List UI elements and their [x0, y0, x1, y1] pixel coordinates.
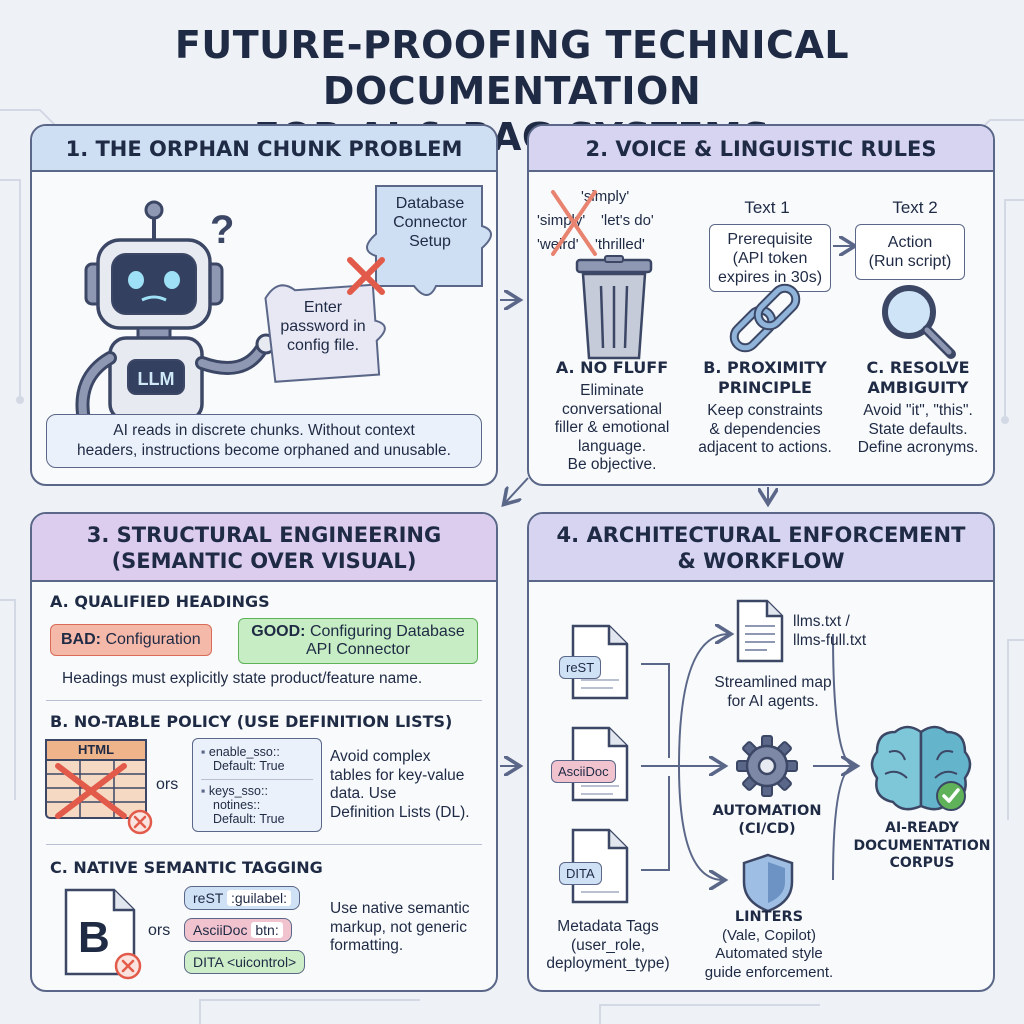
rule-a-no-fluff: A. NO FLUFF Eliminate conversational fil… — [554, 358, 670, 473]
fluff-word: 'let's do' — [601, 212, 654, 229]
html-table-icon — [45, 739, 153, 835]
rule-b-proximity: B. PROXIMITY PRINCIPLE Keep constraints … — [698, 358, 832, 456]
divider — [46, 700, 482, 701]
action-box: Action (Run script) — [855, 224, 965, 280]
definition-item: ▪ enable_sso:: — [201, 745, 280, 759]
robot-icon — [75, 200, 277, 427]
cross-icon — [551, 190, 597, 256]
panel-architectural-enforcement: 4. ARCHITECTURAL ENFORCEMENT & WORKFLOW … — [527, 512, 995, 992]
fluff-word: 'thrilled' — [595, 236, 645, 253]
question-mark: ? — [210, 208, 235, 252]
cross-icon — [347, 257, 385, 295]
automation-label: AUTOMATION (CI/CD) — [712, 803, 822, 837]
dita-doc-label: DITA — [559, 862, 602, 885]
ors-text: ors — [148, 922, 171, 939]
panel-voice-linguistic: 2. VOICE & LINGUISTIC RULES 'simply' 'si… — [527, 124, 995, 486]
magnifier-icon — [882, 285, 956, 359]
text-2-label: Text 2 — [892, 198, 938, 217]
arrow-2-to-3 — [505, 477, 529, 503]
text-1-label: Text 1 — [744, 198, 790, 217]
divider — [46, 844, 482, 845]
shield-icon — [742, 853, 794, 913]
prerequisite-box: Prerequisite (API token expires in 30s) — [709, 224, 831, 292]
llms-file-label: llms.txt / llms-full.txt — [793, 613, 867, 649]
output-corpus-label: AI-READY DOCUMENTATION CORPUS — [853, 820, 991, 871]
definition-list-box: ▪ enable_sso:: Default: True ▪ keys_sso:… — [192, 738, 322, 832]
panel-4-header: 4. ARCHITECTURAL ENFORCEMENT & WORKFLOW — [529, 514, 993, 582]
workflow-connectors — [641, 514, 995, 992]
robot-label: LLM — [137, 369, 175, 389]
panel-1-header: 1. THE ORPHAN CHUNK PROBLEM — [32, 126, 496, 172]
arrow-text-1-to-2 — [833, 236, 859, 256]
dita-uicontrol-chip: DITA <uicontrol> — [184, 950, 306, 974]
panel-orphan-chunk: 1. THE ORPHAN CHUNK PROBLEM LLM ? Databa… — [30, 124, 498, 486]
llms-note: Streamlined map for AI agents. — [714, 674, 832, 710]
definition-item: ▪ keys_sso:: — [201, 784, 268, 798]
puzzle-piece-icon — [264, 283, 386, 383]
section-b-note: Avoid complex tables for key-value data.… — [330, 748, 470, 821]
section-a-note: Headings must explicitly state product/f… — [62, 670, 423, 687]
chain-link-icon — [729, 283, 801, 353]
trash-can-icon — [575, 255, 653, 360]
document-icon — [64, 888, 142, 980]
panel-structural-engineering: 3. STRUCTURAL ENGINEERING (SEMANTIC OVER… — [30, 512, 498, 992]
rest-guilabel-chip: reST :guilabel: — [184, 886, 301, 910]
document-icon — [736, 599, 784, 663]
ors-text: ors — [156, 776, 179, 793]
puzzle-piece-icon — [366, 185, 492, 296]
rest-doc-label: reST — [559, 656, 602, 679]
asciidoc-doc-label: AsciiDoc — [551, 760, 616, 783]
panel-3-header: 3. STRUCTURAL ENGINEERING (SEMANTIC OVER… — [32, 514, 496, 582]
metadata-tags-note: Metadata Tags (user_role, deployment_typ… — [546, 918, 670, 972]
rule-c-ambiguity: C. RESOLVE AMBIGUITY Avoid "it", "this".… — [857, 358, 979, 456]
bold-glyph: B — [78, 913, 110, 962]
linters-block: LINTERS (Vale, Copilot) Automated style … — [704, 909, 834, 981]
section-b-title: B. NO-TABLE POLICY (USE DEFINITION LISTS… — [50, 712, 453, 731]
section-a-title: A. QUALIFIED HEADINGS — [50, 592, 270, 611]
brain-icon — [870, 725, 972, 811]
panel-1-caption: AI reads in discrete chunks. Without con… — [46, 414, 482, 468]
good-heading-example: GOOD: Configuring Database API Connector — [238, 618, 478, 664]
puzzle-bottom-text: Enter password in config file. — [280, 299, 366, 354]
asciidoc-btn-chip: AsciiDoc btn: — [184, 918, 292, 942]
puzzle-top-text: Database Connector Setup — [393, 195, 467, 250]
bad-heading-example: BAD: Configuration — [50, 624, 212, 656]
section-c-note: Use native semantic markup, not generic … — [330, 900, 470, 954]
section-c-title: C. NATIVE SEMANTIC TAGGING — [50, 858, 323, 877]
html-label: HTML — [77, 742, 115, 757]
panel-2-header: 2. VOICE & LINGUISTIC RULES — [529, 126, 993, 172]
gear-icon — [736, 735, 798, 797]
